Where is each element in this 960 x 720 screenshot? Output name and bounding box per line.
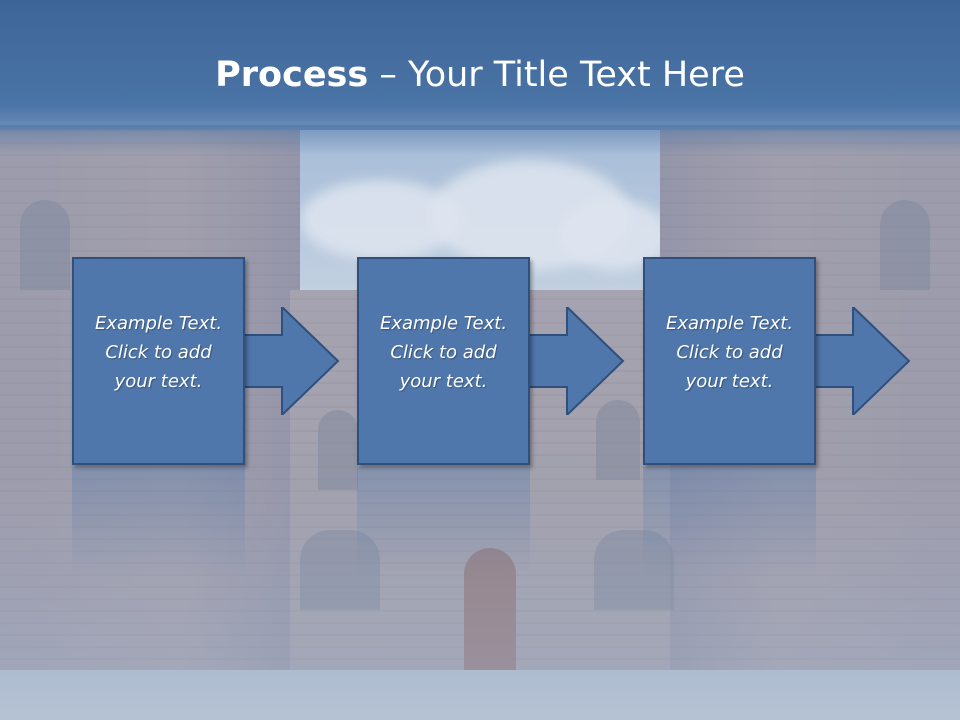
step-box[interactable] <box>643 257 816 465</box>
process-step-1: Example Text. Click to add your text. <box>72 257 340 577</box>
slide-title[interactable]: Process – Your Title Text Here <box>0 52 960 98</box>
window <box>880 200 930 290</box>
title-band: Process – Your Title Text Here <box>0 0 960 155</box>
arrow-right-icon <box>242 307 340 415</box>
process-step-3: Example Text. Click to add your text. <box>643 257 911 577</box>
step-text[interactable]: Example Text. Click to add your text. <box>94 313 223 392</box>
step-text[interactable]: Example Text. Click to add your text. <box>665 313 794 392</box>
window <box>596 400 640 480</box>
title-rest: – Your Title Text Here <box>368 55 745 95</box>
step-text[interactable]: Example Text. Click to add your text. <box>379 313 508 392</box>
window <box>594 530 674 610</box>
arrow-right-icon <box>813 307 911 415</box>
window <box>318 410 358 490</box>
courtyard-ground <box>0 670 960 720</box>
arched-door <box>464 548 516 676</box>
step-reflection <box>357 467 530 577</box>
step-reflection <box>72 467 245 577</box>
window <box>20 200 70 290</box>
title-bold: Process <box>215 55 369 95</box>
step-box[interactable] <box>357 257 530 465</box>
bottom-fade <box>0 470 960 720</box>
window <box>300 530 380 610</box>
step-box[interactable] <box>72 257 245 465</box>
step-reflection <box>643 467 816 577</box>
process-step-2: Example Text. Click to add your text. <box>357 257 625 577</box>
arrow-right-icon <box>527 307 625 415</box>
